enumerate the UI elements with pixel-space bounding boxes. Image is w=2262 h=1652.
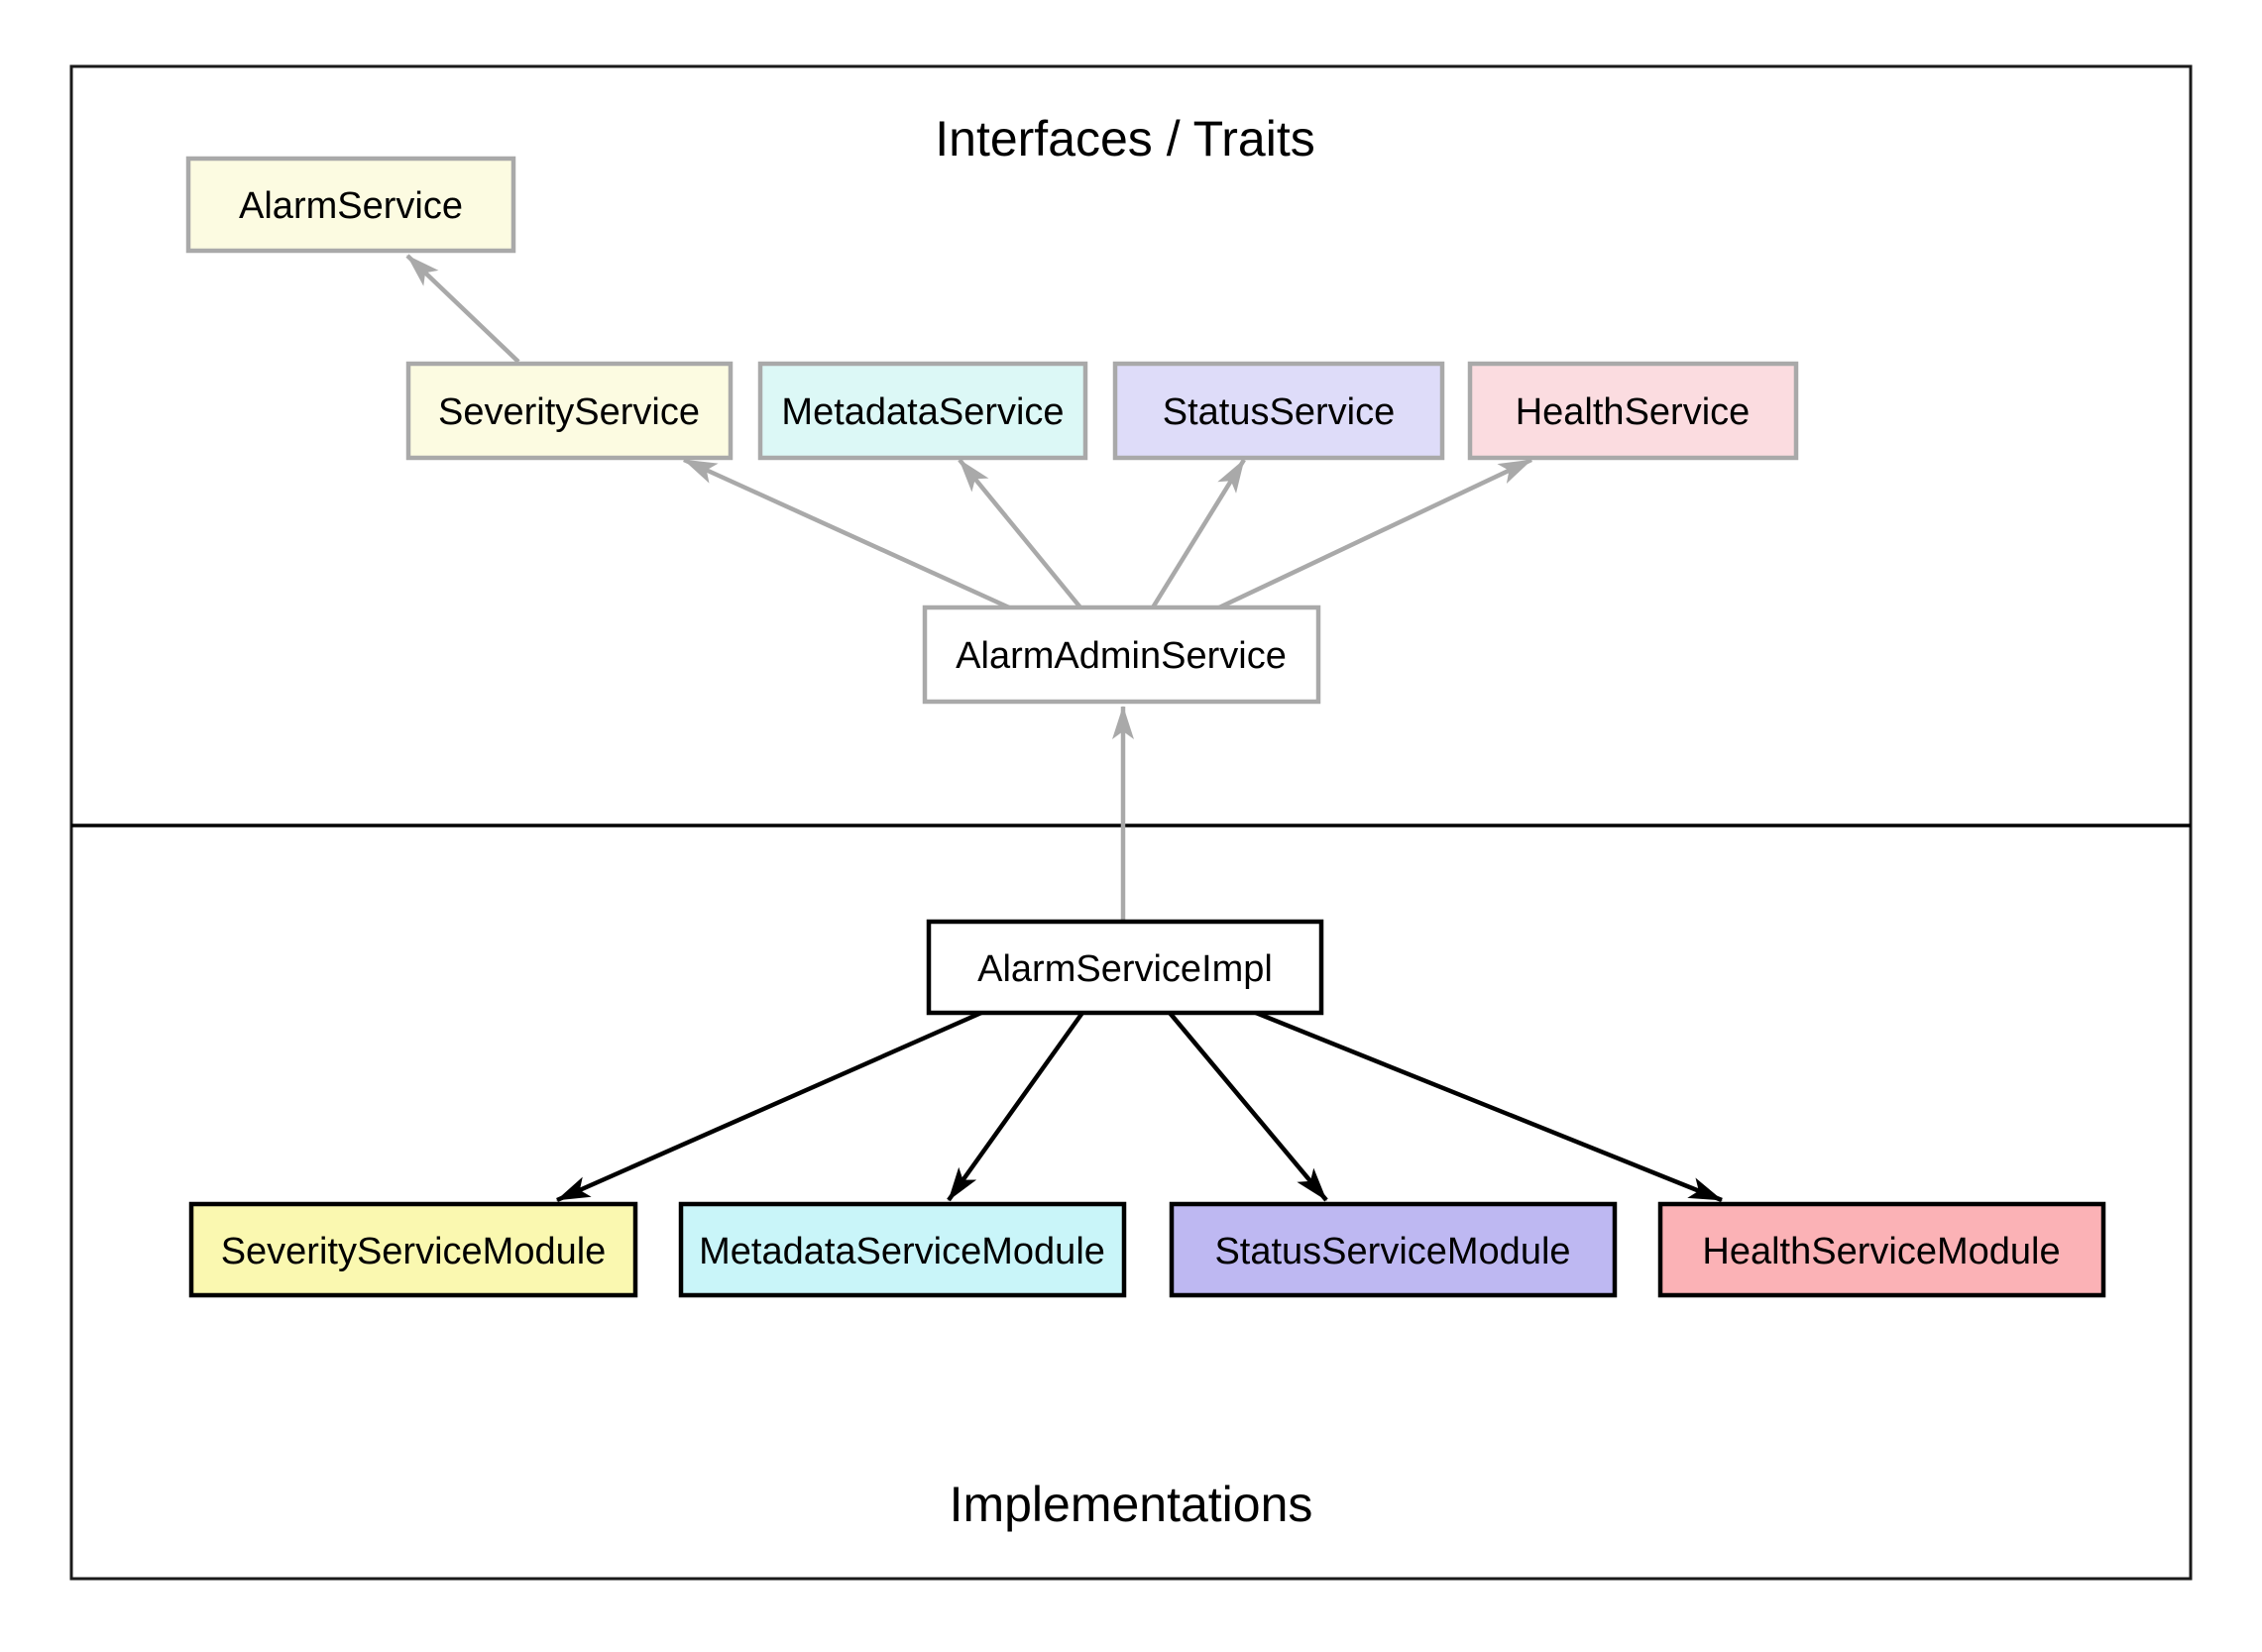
node-status-service-label: StatusService <box>1163 391 1395 433</box>
node-health-service-module: HealthServiceModule <box>1657 1201 2106 1298</box>
node-severity-service: SeverityService <box>405 361 734 461</box>
edge-alarmadminservice-to-metadataservice <box>958 458 1082 609</box>
node-metadata-service: MetadataService <box>757 361 1088 461</box>
edge-alarmadminservice-to-healthservice <box>1218 457 1532 610</box>
node-health-service-module-label: HealthServiceModule <box>1702 1231 2060 1272</box>
node-alarm-service-impl-label: AlarmServiceImpl <box>977 948 1273 990</box>
edge-alarmserviceimpl-to-severityservicemodule <box>556 1010 982 1203</box>
node-metadata-service-module-label: MetadataServiceModule <box>699 1231 1105 1272</box>
node-health-service: HealthService <box>1467 361 1799 461</box>
node-alarm-service-impl-box <box>926 919 1324 1016</box>
node-alarm-service-box <box>185 156 516 254</box>
edge-alarmadminservice-to-severityservice <box>683 457 1010 610</box>
node-metadata-service-label: MetadataService <box>781 391 1064 433</box>
node-alarm-service-label: AlarmService <box>239 185 463 227</box>
node-status-service-module-label: StatusServiceModule <box>1214 1231 1570 1272</box>
edge-alarmserviceimpl-to-metadataservicemodule <box>947 1011 1084 1202</box>
implementations-section-title: Implementations <box>950 1477 1313 1532</box>
node-alarm-service-impl: AlarmServiceImpl <box>926 919 1324 1016</box>
node-status-service: StatusService <box>1112 361 1445 461</box>
edge-alarmadminservice-to-statusservice <box>1151 458 1246 609</box>
interfaces-section-title: Interfaces / Traits <box>935 111 1314 166</box>
node-metadata-service-module: MetadataServiceModule <box>678 1201 1127 1298</box>
node-health-service-module-box <box>1657 1201 2106 1298</box>
edge-alarmserviceimpl-to-healthservicemodule <box>1255 1010 1723 1203</box>
node-status-service-module-box <box>1169 1201 1618 1298</box>
node-severity-service-module-box <box>188 1201 638 1298</box>
node-severity-service-module: SeverityServiceModule <box>188 1201 638 1298</box>
node-status-service-box <box>1112 361 1445 461</box>
edge-severityservice-to-alarmservice <box>405 254 520 364</box>
node-severity-service-label: SeverityService <box>438 391 700 433</box>
edge-alarmserviceimpl-to-statusservicemodule <box>1168 1011 1328 1202</box>
node-status-service-module: StatusServiceModule <box>1169 1201 1618 1298</box>
diagram-frame <box>69 64 2193 1581</box>
node-alarm-admin-service: AlarmAdminService <box>922 605 1321 705</box>
node-severity-service-module-label: SeverityServiceModule <box>221 1231 607 1272</box>
node-health-service-box <box>1467 361 1799 461</box>
node-metadata-service-box <box>757 361 1088 461</box>
node-alarm-admin-service-box <box>922 605 1321 705</box>
node-alarm-service: AlarmService <box>185 156 516 254</box>
node-health-service-label: HealthService <box>1516 391 1751 433</box>
node-severity-service-box <box>405 361 734 461</box>
node-metadata-service-module-box <box>678 1201 1127 1298</box>
node-alarm-admin-service-label: AlarmAdminService <box>956 635 1287 677</box>
